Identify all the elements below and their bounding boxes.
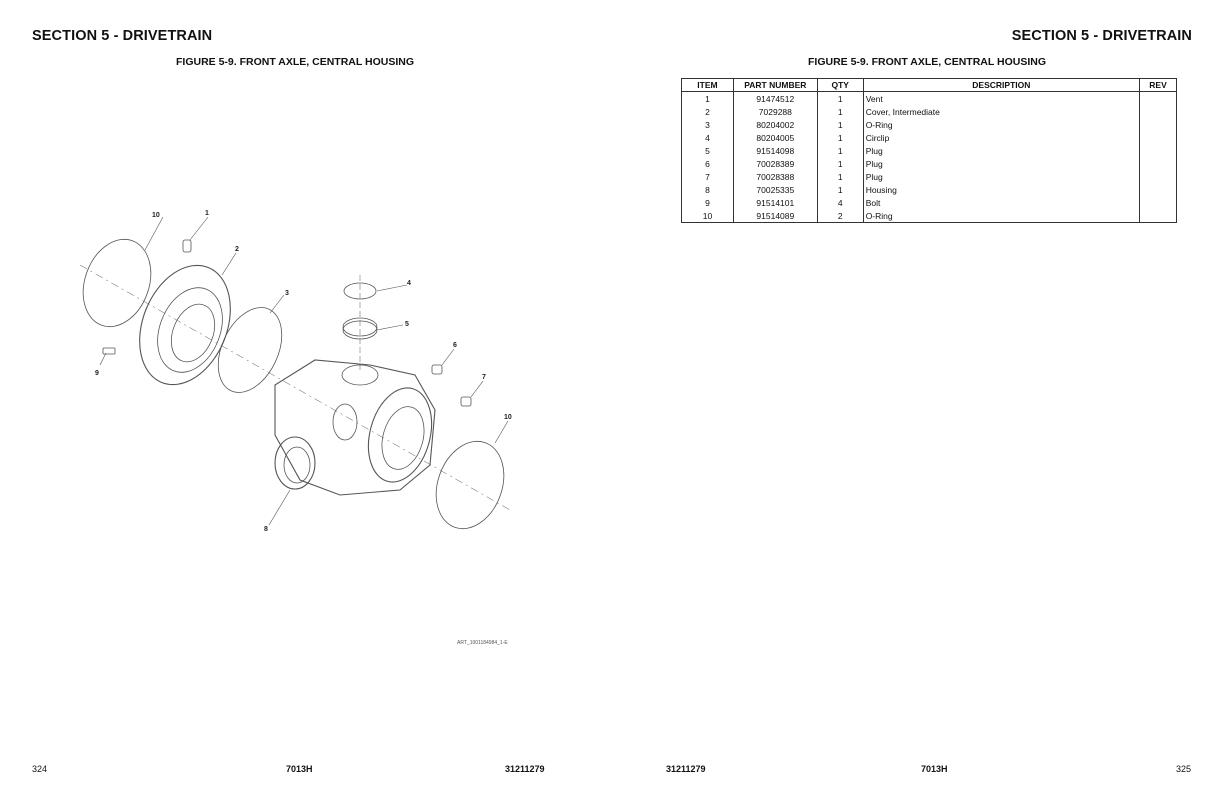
table-header-row: ITEM PART NUMBER QTY DESCRIPTION REV <box>681 78 1177 92</box>
item-cell: 10 <box>681 209 734 223</box>
rev-cell <box>1139 183 1177 196</box>
callout-label: 3 <box>285 290 289 297</box>
model-number: 7013H <box>286 764 313 774</box>
description-cell: Cover, Intermediate <box>862 105 1141 118</box>
rev-cell <box>1139 131 1177 144</box>
column-header: REV <box>1139 78 1177 92</box>
part-number-cell: 80204002 <box>732 118 818 131</box>
qty-cell: 1 <box>816 183 864 196</box>
part-number-cell: 7029288 <box>732 105 818 118</box>
qty-cell: 1 <box>816 144 864 157</box>
art-reference: ART_1001184984_1-E <box>457 640 508 646</box>
description-cell: O-Ring <box>862 118 1141 131</box>
table-row: 5 91514098 1 Plug <box>681 144 1177 157</box>
part-number-cell: 70028388 <box>732 170 818 183</box>
description-cell: Plug <box>862 170 1141 183</box>
column-header: QTY <box>816 78 864 92</box>
part-number-cell: 91474512 <box>732 91 818 105</box>
page-number: 324 <box>32 764 48 774</box>
table-row: 4 80204005 1 Circlip <box>681 131 1177 144</box>
part-number-cell: 70025335 <box>732 183 818 196</box>
table-row: 2 7029288 1 Cover, Intermediate <box>681 105 1177 118</box>
table-row: 8 70025335 1 Housing <box>681 183 1177 196</box>
description-cell: O-Ring <box>862 209 1141 223</box>
item-cell: 4 <box>681 131 734 144</box>
figure-title: FIGURE 5-9. FRONT AXLE, CENTRAL HOUSING <box>175 56 414 68</box>
description-cell: Plug <box>862 157 1141 170</box>
column-header: PART NUMBER <box>732 78 818 92</box>
rev-cell <box>1139 209 1177 223</box>
description-cell: Circlip <box>862 131 1141 144</box>
column-header: DESCRIPTION <box>862 78 1141 92</box>
exploded-view-drawing: 10 1 2 3 4 5 6 7 9 10 8 <box>79 210 512 533</box>
description-cell: Vent <box>862 91 1141 105</box>
item-cell: 9 <box>681 196 734 209</box>
right-page: SECTION 5 - DRIVETRAIN FIGURE 5-9. FRONT… <box>612 0 1224 792</box>
callout-label: 1 <box>205 210 209 217</box>
table-row: 1 91474512 1 Vent <box>681 91 1177 105</box>
qty-cell: 1 <box>816 105 864 118</box>
callout-label: 10 <box>504 414 512 421</box>
description-cell: Plug <box>862 144 1141 157</box>
item-cell: 3 <box>681 118 734 131</box>
table-row: 3 80204002 1 O-Ring <box>681 118 1177 131</box>
document-number: 31211279 <box>505 764 545 774</box>
callout-label: 4 <box>407 280 411 287</box>
item-cell: 5 <box>681 144 734 157</box>
description-cell: Housing <box>862 183 1141 196</box>
section-title: SECTION 5 - DRIVETRAIN <box>1011 28 1192 44</box>
page-number: 325 <box>1176 764 1192 774</box>
item-cell: 1 <box>681 91 734 105</box>
callout-label: 8 <box>264 526 268 533</box>
part-number-cell: 91514089 <box>732 209 818 223</box>
rev-cell <box>1139 157 1177 170</box>
item-cell: 2 <box>681 105 734 118</box>
rev-cell <box>1139 170 1177 183</box>
callout-label: 7 <box>482 374 486 381</box>
part-number-cell: 70028389 <box>732 157 818 170</box>
item-cell: 8 <box>681 183 734 196</box>
document-number: 31211279 <box>666 764 706 774</box>
section-title: SECTION 5 - DRIVETRAIN <box>32 28 213 44</box>
table-row: 7 70028388 1 Plug <box>681 170 1177 183</box>
table-row: 9 91514101 4 Bolt <box>681 196 1177 209</box>
rev-cell <box>1139 91 1177 105</box>
qty-cell: 1 <box>816 118 864 131</box>
description-cell: Bolt <box>862 196 1141 209</box>
qty-cell: 2 <box>816 209 864 223</box>
callout-label: 5 <box>405 321 409 328</box>
callout-label: 6 <box>453 342 457 349</box>
column-header: ITEM <box>681 78 734 92</box>
qty-cell: 1 <box>816 131 864 144</box>
parts-table: ITEM PART NUMBER QTY DESCRIPTION REV 1 9… <box>681 78 1177 223</box>
model-number: 7013H <box>921 764 948 774</box>
qty-cell: 1 <box>816 170 864 183</box>
left-page: SECTION 5 - DRIVETRAIN FIGURE 5-9. FRONT… <box>32 28 545 774</box>
part-number-cell: 91514098 <box>732 144 818 157</box>
rev-cell <box>1139 105 1177 118</box>
callout-label: 2 <box>235 246 239 253</box>
item-cell: 7 <box>681 170 734 183</box>
item-cell: 6 <box>681 157 734 170</box>
table-row: 10 91514089 2 O-Ring <box>681 209 1177 223</box>
callout-label: 10 <box>152 212 160 219</box>
part-number-cell: 80204005 <box>732 131 818 144</box>
qty-cell: 4 <box>816 196 864 209</box>
qty-cell: 1 <box>816 91 864 105</box>
qty-cell: 1 <box>816 157 864 170</box>
rev-cell <box>1139 118 1177 131</box>
rev-cell <box>1139 196 1177 209</box>
callout-label: 9 <box>95 370 99 377</box>
part-number-cell: 91514101 <box>732 196 818 209</box>
table-row: 6 70028389 1 Plug <box>681 157 1177 170</box>
rev-cell <box>1139 144 1177 157</box>
figure-title: FIGURE 5-9. FRONT AXLE, CENTRAL HOUSING <box>807 56 1046 68</box>
